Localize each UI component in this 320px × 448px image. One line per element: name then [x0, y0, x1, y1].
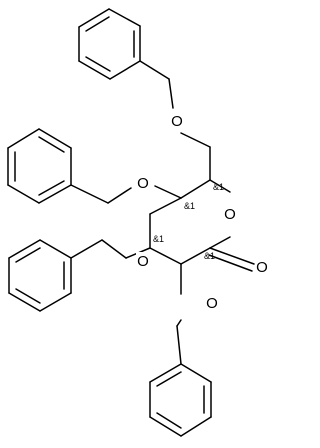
- bond-o4-ch2: [107, 187, 132, 204]
- carbonyl-bond-b: [208, 254, 253, 272]
- bond-o6-c6: [180, 132, 211, 148]
- stereo-label-c5: &1: [213, 182, 224, 192]
- benzene-ring-middle: [7, 128, 72, 204]
- atom-ring-oxygen: O: [224, 206, 236, 223]
- molecule-structure: O O O O O O &1 &1 &1 &1: [7, 8, 269, 437]
- bond-ch2-ring4: [176, 325, 182, 365]
- benzene-ring-lower-left: [8, 239, 72, 312]
- bond-ring1-ch2: [139, 60, 170, 80]
- atom-o3: O: [137, 253, 149, 270]
- bond-ch2-ring2: [70, 184, 109, 204]
- stereo-label-c2: &1: [204, 251, 215, 261]
- atom-o4: O: [137, 175, 149, 192]
- atom-carbonyl-oxygen: O: [256, 259, 268, 276]
- carbonyl-bond-a: [209, 247, 255, 265]
- stereo-label-c3: &1: [153, 234, 164, 244]
- atom-o2: O: [206, 295, 218, 312]
- stereo-label-c4: &1: [184, 201, 195, 211]
- atom-o6: O: [171, 113, 183, 130]
- bond-o2-ch2: [176, 319, 182, 327]
- benzene-ring-bottom: [149, 363, 212, 437]
- lactone-ring: [149, 179, 231, 265]
- bond-c4-o4: [154, 185, 182, 199]
- benzene-ring-top: [78, 8, 141, 80]
- bond-ch2-ring3: [70, 239, 103, 259]
- bond-ch2-o6: [168, 78, 174, 109]
- bond-o3-ch2: [101, 239, 127, 259]
